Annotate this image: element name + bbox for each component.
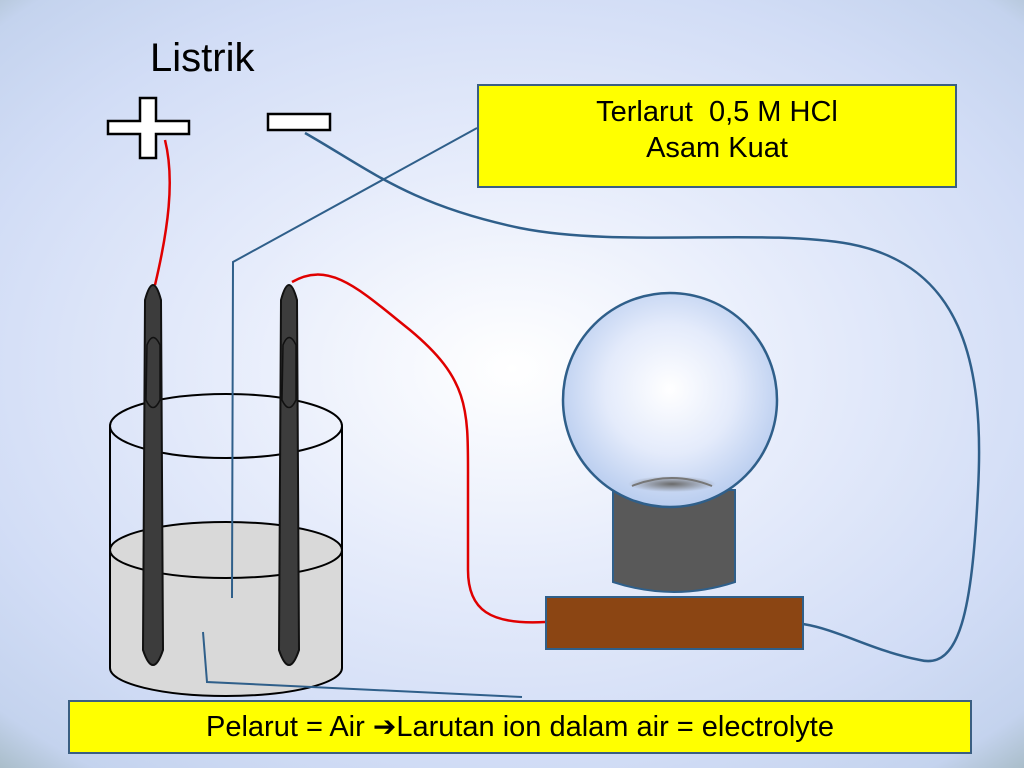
light-bulb-icon: [561, 291, 779, 509]
solute-label-line2: Asam Kuat: [646, 132, 788, 165]
electrode-cathode: [277, 284, 301, 666]
solvent-label-part1: Pelarut = Air: [206, 711, 373, 743]
pointer-line-solvent: [202, 631, 523, 698]
solute-label-line1: Terlarut 0,5 M HCl: [596, 96, 838, 128]
beaker-bottom: [109, 667, 343, 697]
beaker-rim: [109, 393, 343, 459]
solute-label-box: Terlarut 0,5 M HCl Asam Kuat: [477, 84, 957, 188]
electrode-anode: [141, 284, 165, 666]
pointer-line-solute: [231, 127, 478, 599]
minus-icon: [266, 112, 332, 132]
red-wire-positive: [153, 139, 171, 286]
solvent-label-box: Pelarut = Air ➔Larutan ion dalam air = e…: [68, 700, 972, 754]
arrow-right-icon: ➔: [372, 711, 397, 742]
red-wire-to-lamp: [291, 273, 546, 624]
plus-icon: [106, 96, 191, 160]
blue-wire-negative: [304, 131, 981, 663]
solvent-label-part2: Larutan ion dalam air = electrolyte: [396, 711, 834, 743]
slide-title: Listrik: [150, 36, 255, 80]
lamp-base: [612, 489, 736, 593]
lamp: [545, 291, 804, 650]
lamp-board: [545, 596, 804, 650]
